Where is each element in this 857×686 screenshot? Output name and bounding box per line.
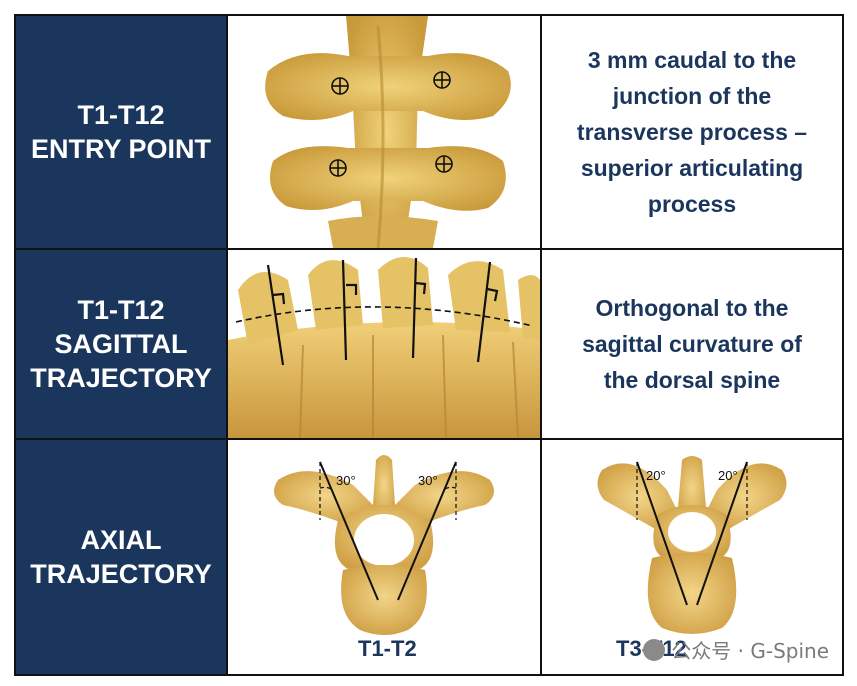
table-grid: T1-T12 ENTRY POINT bbox=[14, 14, 844, 676]
sagittal-trajectory-image bbox=[228, 250, 540, 438]
angle-label: 20° bbox=[718, 468, 738, 483]
row-description-entry-point: 3 mm caudal to the junction of the trans… bbox=[542, 16, 842, 248]
angle-label: 30° bbox=[418, 473, 438, 488]
row-label-sagittal-trajectory: T1-T12 SAGITTAL TRAJECTORY bbox=[16, 250, 226, 438]
watermark-text: 公众号 · G-Spine bbox=[671, 635, 829, 664]
row-description-sagittal-trajectory: Orthogonal to the sagittal curvature of … bbox=[542, 250, 842, 438]
watermark: 公众号 · G-Spine bbox=[643, 635, 829, 664]
entry-point-image bbox=[228, 16, 540, 248]
angle-label: 30° bbox=[336, 473, 356, 488]
wechat-icon bbox=[643, 639, 665, 661]
divider bbox=[540, 16, 542, 674]
axial-t1-t2-panel: 30° 30° T1-T2 bbox=[228, 440, 540, 674]
divider bbox=[16, 438, 842, 440]
angle-label: 20° bbox=[646, 468, 666, 483]
divider bbox=[226, 16, 228, 674]
caption-t1-t2: T1-T2 bbox=[358, 636, 417, 662]
divider bbox=[16, 248, 842, 250]
row-label-axial-trajectory: AXIAL TRAJECTORY bbox=[16, 440, 226, 674]
row-label-entry-point: T1-T12 ENTRY POINT bbox=[16, 16, 226, 248]
